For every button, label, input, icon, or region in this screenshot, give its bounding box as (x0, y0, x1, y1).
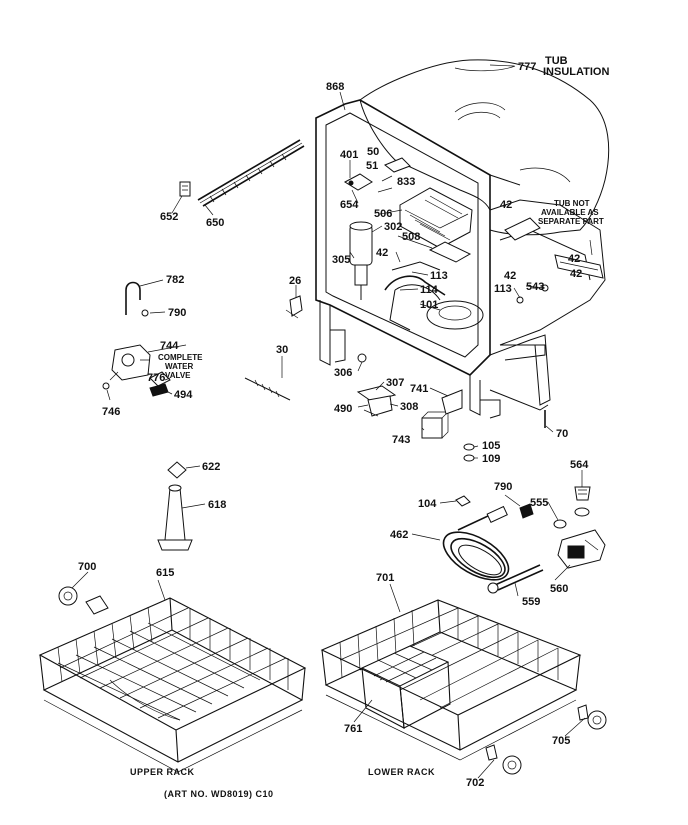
upper-rack (38, 597, 307, 773)
callout-618: 618 (208, 499, 226, 511)
note-tub-not-line1: TUB NOT (554, 199, 590, 208)
callout-743: 743 (392, 434, 410, 446)
callout-650: 650 (206, 217, 224, 229)
note-valve-line2: WATER (165, 362, 194, 371)
callout-833: 833 (397, 176, 415, 188)
callout-705: 705 (552, 735, 570, 747)
callout-543: 543 (526, 281, 544, 293)
callout-564: 564 (570, 459, 589, 471)
callout-761: 761 (344, 723, 362, 735)
callout-30: 30 (276, 344, 288, 356)
callout-744: 744 (160, 340, 179, 352)
callout-652: 652 (160, 211, 178, 223)
callout-113-b: 113 (494, 283, 512, 295)
callout-462: 462 (390, 529, 408, 541)
callout-700: 700 (78, 561, 96, 573)
callout-302: 302 (384, 221, 402, 233)
note-tub-not-line3: SEPARATE PART (538, 217, 604, 226)
callout-305: 305 (332, 254, 350, 266)
upper-spray-feed (157, 461, 193, 551)
tub-assembly (315, 59, 610, 419)
notes: TUB INSULATION TUB NOT AVAILABLE AS SEPA… (158, 55, 609, 380)
note-valve-line1: COMPLETE (158, 353, 203, 362)
callout-490: 490 (334, 403, 352, 415)
callout-494: 494 (174, 389, 193, 401)
callout-560: 560 (550, 583, 568, 595)
callout-654: 654 (340, 199, 359, 211)
callout-306: 306 (334, 367, 352, 379)
callout-308: 308 (400, 401, 418, 413)
callout-622: 622 (202, 461, 220, 473)
callouts: 777 868 401 50 51 833 652 650 654 506 30… (78, 61, 589, 789)
callout-109: 109 (482, 453, 500, 465)
callout-508: 508 (402, 231, 420, 243)
callout-741: 741 (410, 383, 428, 395)
callout-868: 868 (326, 81, 344, 93)
callout-746: 746 (102, 406, 120, 418)
left-side-parts (102, 139, 305, 401)
callout-555: 555 (530, 497, 548, 509)
callout-782: 782 (166, 274, 184, 286)
callout-615: 615 (156, 567, 174, 579)
callout-307: 307 (386, 377, 404, 389)
callout-777: 777 (518, 61, 536, 73)
callout-105: 105 (482, 440, 500, 452)
callout-70: 70 (556, 428, 568, 440)
right-lower-parts (58, 486, 607, 775)
leader-lines (71, 64, 586, 779)
callout-42-b: 42 (500, 199, 512, 211)
callout-401: 401 (340, 149, 358, 161)
callout-776: 776 (147, 372, 165, 384)
callout-42-e: 42 (570, 268, 582, 280)
callout-559: 559 (522, 596, 540, 608)
callout-101: 101 (420, 299, 438, 311)
caption-lower-rack: LOWER RACK (368, 767, 435, 777)
note-tub-insulation-line1: TUB (545, 55, 568, 67)
callout-26: 26 (289, 275, 301, 287)
note-valve-line3: VALVE (165, 371, 191, 380)
callout-42-d: 42 (504, 270, 516, 282)
callout-50: 50 (367, 146, 379, 158)
callout-702: 702 (466, 777, 484, 789)
note-tub-insulation-line2: INSULATION (543, 66, 609, 78)
callout-506: 506 (374, 208, 392, 220)
callout-790-a: 790 (168, 307, 186, 319)
caption-art-number: (ART NO. WD8019) C10 (164, 789, 274, 799)
callout-42-a: 42 (376, 247, 388, 259)
callout-42-c: 42 (568, 253, 580, 265)
callout-701: 701 (376, 572, 394, 584)
caption-upper-rack: UPPER RACK (130, 767, 195, 777)
note-tub-not-line2: AVAILABLE AS (541, 208, 599, 217)
callout-790-b: 790 (494, 481, 512, 493)
callout-51: 51 (366, 160, 378, 172)
callout-114: 114 (420, 284, 439, 296)
lower-rack (320, 599, 582, 761)
callout-113-a: 113 (430, 270, 448, 282)
callout-104: 104 (418, 498, 437, 510)
captions: UPPER RACK LOWER RACK (ART NO. WD8019) C… (130, 767, 435, 799)
middle-parts (356, 353, 546, 462)
